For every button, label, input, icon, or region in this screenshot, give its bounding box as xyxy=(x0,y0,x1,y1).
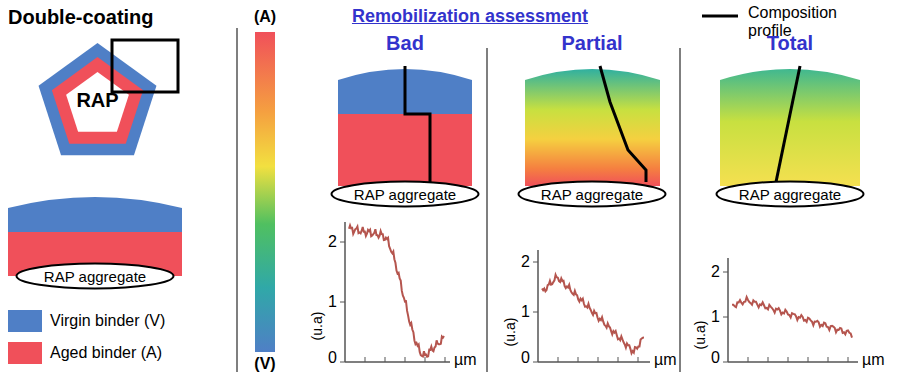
tick-label: 2 xyxy=(711,263,720,281)
ellipse-outline xyxy=(519,182,666,207)
case-heading: Bad xyxy=(386,32,424,55)
tick-label: 1 xyxy=(328,293,337,311)
aged-layer xyxy=(338,114,472,186)
mixed-layer xyxy=(525,69,660,186)
tick xyxy=(848,357,849,362)
tick xyxy=(598,357,599,362)
tick xyxy=(788,357,789,362)
tick-label: 2 xyxy=(521,253,530,271)
x-axis xyxy=(345,361,450,363)
panel-heading: Double-coating xyxy=(8,6,154,29)
tick-label: 1 xyxy=(711,308,720,326)
tick-label: 0 xyxy=(328,349,337,367)
tick xyxy=(558,357,559,362)
y-axis xyxy=(344,222,346,362)
tick xyxy=(533,362,538,363)
tick xyxy=(340,362,345,363)
tick-label: 0 xyxy=(711,349,720,367)
legend-text: Composition profile xyxy=(748,4,860,39)
tick xyxy=(748,357,749,362)
tick xyxy=(638,357,639,362)
tick xyxy=(405,357,406,362)
case-heading: Partial xyxy=(561,32,622,55)
coating-layer xyxy=(66,72,129,132)
profile-chart xyxy=(533,250,650,362)
profile-chart xyxy=(340,222,450,362)
axis-unit: µm xyxy=(654,351,677,369)
tick xyxy=(808,357,809,362)
axis-unit: µm xyxy=(454,351,477,369)
heading: Remobilization assessment xyxy=(352,6,588,27)
tick xyxy=(533,312,538,313)
separator xyxy=(486,48,488,372)
legend-text: Aged binder (A) xyxy=(50,344,162,362)
y-axis xyxy=(727,258,729,362)
legend-item: Aged binder (A) xyxy=(8,342,162,364)
node-label: RAP aggregate xyxy=(541,186,643,203)
ellipse-outline xyxy=(332,182,479,207)
profile-chart xyxy=(723,258,858,362)
separator xyxy=(679,48,681,372)
composition-profile xyxy=(405,66,430,182)
aggregate-ellipse: RAP aggregate xyxy=(517,180,667,208)
y-axis xyxy=(537,250,539,362)
tick xyxy=(385,357,386,362)
separator xyxy=(236,28,238,372)
coating-layer xyxy=(52,57,143,144)
legend-swatch xyxy=(8,310,42,332)
coating-layer xyxy=(39,43,157,155)
node-label: RAP aggregate xyxy=(44,268,146,285)
coated-particle: RAP xyxy=(20,40,175,160)
legend-text: Virgin binder (V) xyxy=(50,312,165,330)
aggregate-ellipse: RAP aggregate xyxy=(15,262,175,290)
profile-curve xyxy=(732,297,852,337)
axis-unit: µm xyxy=(862,351,885,369)
tick xyxy=(828,357,829,362)
color-bar xyxy=(255,32,275,352)
ellipse-outline xyxy=(17,264,174,289)
tick xyxy=(365,357,366,362)
tick xyxy=(425,357,426,362)
tick-label: 2 xyxy=(328,233,337,251)
profile-curve xyxy=(542,275,644,354)
aggregate-ellipse: RAP aggregate xyxy=(715,180,865,208)
node-label: RAP xyxy=(76,89,118,112)
virgin-layer xyxy=(8,197,182,232)
scale-end: (V) xyxy=(254,355,275,373)
node-label: RAP aggregate xyxy=(354,186,456,203)
composition-profile xyxy=(776,66,800,182)
tick xyxy=(768,357,769,362)
tick xyxy=(340,302,345,303)
tick xyxy=(340,242,345,243)
legend-item: Virgin binder (V) xyxy=(8,310,165,332)
tick xyxy=(723,362,728,363)
composition-profile xyxy=(600,66,646,182)
profile-curve xyxy=(349,225,444,356)
tick xyxy=(618,357,619,362)
tick xyxy=(578,357,579,362)
ellipse-outline xyxy=(717,182,864,207)
scale-end: (A) xyxy=(254,8,276,26)
node-label: RAP aggregate xyxy=(739,186,841,203)
axis-unit: (u.a) xyxy=(692,321,708,350)
axis-unit: (u.a) xyxy=(502,318,518,347)
tick-label: 1 xyxy=(521,303,530,321)
mixed-layer xyxy=(720,69,860,186)
tick xyxy=(533,262,538,263)
tick-label: 0 xyxy=(521,349,530,367)
tick xyxy=(723,272,728,273)
legend-swatch xyxy=(8,342,42,364)
aggregate-ellipse: RAP aggregate xyxy=(330,180,480,208)
x-axis xyxy=(538,361,650,363)
tick xyxy=(445,357,446,362)
tick xyxy=(723,317,728,318)
axis-unit: (u.a) xyxy=(309,312,325,341)
legend-item: Composition profile xyxy=(700,4,860,39)
legend-line xyxy=(700,6,740,26)
